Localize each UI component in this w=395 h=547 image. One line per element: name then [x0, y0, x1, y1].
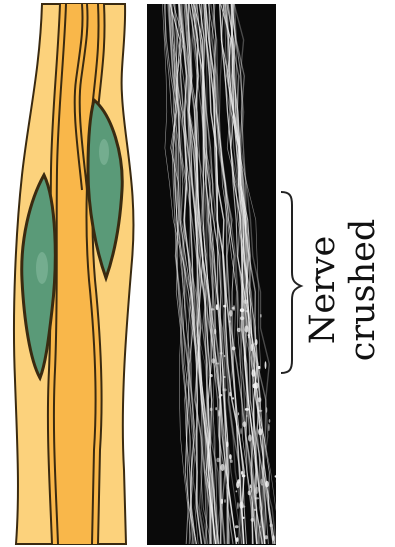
fiber-fragment	[238, 412, 239, 415]
fiber-fragment	[233, 305, 235, 311]
fiber-fragment	[223, 305, 226, 308]
fiber-fragment	[209, 374, 212, 377]
fiber-fragment	[266, 407, 267, 413]
fiber-fragment	[242, 474, 246, 477]
fiber-fragment	[214, 329, 216, 335]
fiber-fragment	[229, 310, 233, 316]
fiber-fragment	[210, 408, 213, 412]
fiber-fragment	[216, 458, 220, 462]
fiber-fragment	[255, 487, 259, 494]
fiber-fragment	[246, 310, 248, 312]
fiber-fragment	[211, 308, 215, 310]
fiber-fragment	[240, 308, 244, 312]
fiber-fragment	[245, 408, 249, 411]
fiber-fragment	[215, 407, 217, 410]
fiber-fragment	[251, 518, 255, 522]
fiber-fragment	[265, 361, 267, 369]
fiber-fragment	[251, 344, 253, 351]
fiber-fragment	[216, 304, 219, 310]
fiber-fragment	[235, 525, 239, 528]
fiber-fragment	[258, 366, 261, 369]
fiber-fragment	[240, 428, 242, 434]
fiber-fragment	[254, 509, 257, 511]
fiber-fragment	[251, 369, 255, 376]
fiber-fragment	[255, 497, 259, 499]
nucleus-left	[36, 252, 48, 284]
fiber-fragment	[276, 478, 279, 485]
fiber-fragment	[243, 421, 247, 427]
fiber-fragment	[224, 499, 225, 503]
fiber-fragment	[232, 346, 236, 350]
micrograph	[147, 4, 282, 545]
fiber-fragment	[227, 483, 229, 490]
fiber-fragment	[272, 535, 275, 541]
fiber-fragment	[216, 363, 219, 365]
fiber-fragment	[244, 300, 248, 304]
fiber-fragment	[260, 314, 261, 318]
label-line-crushed: crushed	[343, 219, 383, 362]
fiber-fragment	[268, 424, 269, 432]
fiber-fragment	[236, 537, 239, 542]
fiber-fragment	[230, 457, 232, 463]
fiber-fragment	[229, 320, 231, 323]
fiber-fragment	[260, 526, 261, 528]
fiber-fragment	[248, 334, 250, 336]
nucleus-right	[99, 139, 109, 165]
fiber-fragment	[223, 376, 226, 378]
fiber-fragment	[237, 328, 241, 332]
fiber-fragment	[221, 499, 223, 504]
fiber-fragment	[241, 471, 243, 475]
fiber-fragment	[275, 475, 278, 477]
fiber-fragment	[260, 479, 262, 485]
fiber-fragment	[223, 388, 227, 391]
fiber-fragment	[242, 517, 244, 519]
fiber-fragment	[242, 505, 246, 507]
fiber-fragment	[269, 524, 273, 528]
fiber-fragment	[250, 484, 252, 488]
fiber-fragment	[269, 419, 271, 423]
nerve-crushed-label: Nerve crushed	[303, 219, 383, 362]
fiber-fragment	[236, 490, 238, 492]
fiber-fragment	[248, 434, 252, 441]
fiber-fragment	[244, 325, 248, 332]
nerve-illustration	[14, 4, 134, 544]
fiber-fragment	[224, 355, 226, 357]
fiber-fragment	[237, 502, 239, 509]
fiber-fragment	[278, 519, 281, 522]
fiber-fragment	[254, 342, 257, 345]
fiber-fragment	[254, 382, 258, 388]
fiber-fragment	[236, 481, 239, 488]
fiber-fragment	[218, 410, 219, 417]
fiber-fragment	[220, 464, 224, 471]
fiber-fragment	[265, 481, 269, 488]
fiber-fragment	[248, 491, 251, 496]
bracket-icon	[281, 192, 301, 373]
label-line-nerve: Nerve	[303, 219, 343, 362]
fiber-fragment	[265, 535, 268, 539]
fiber-fragment	[246, 415, 248, 418]
fiber-fragment	[258, 397, 261, 402]
fiber-fragment	[259, 410, 263, 412]
fiber-fragment	[218, 395, 221, 398]
fiber-fragment	[229, 392, 231, 397]
fiber-fragment	[258, 428, 262, 435]
fiber-fragment	[226, 441, 228, 447]
fiber-fragment	[240, 316, 244, 320]
fiber-fragment	[232, 397, 234, 399]
fiber-fragment	[244, 354, 246, 362]
fiber-fragment	[239, 502, 243, 509]
fiber-fragment	[219, 352, 222, 354]
fiber-fragment	[212, 358, 216, 363]
